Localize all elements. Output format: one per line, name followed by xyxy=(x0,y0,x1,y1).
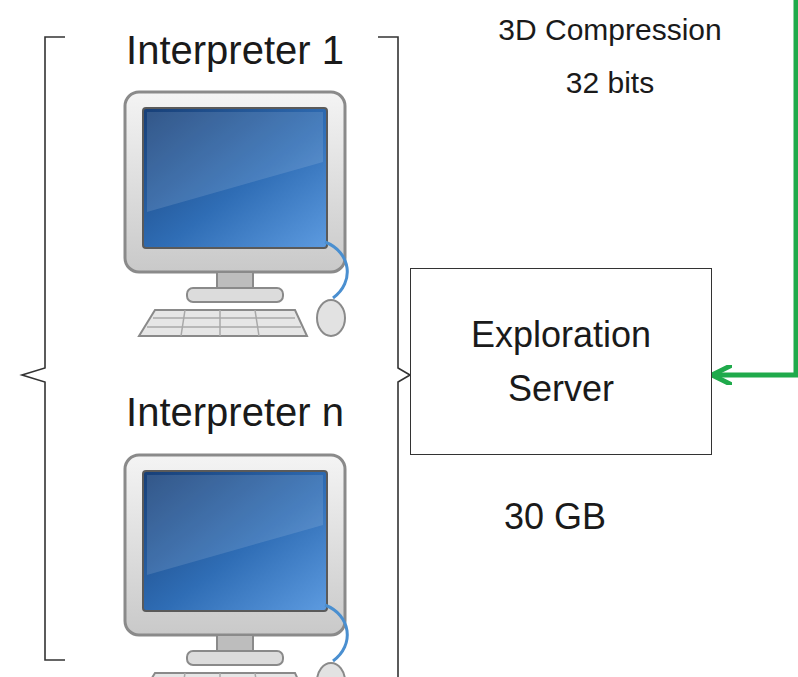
right-bracket xyxy=(378,37,410,677)
server-name: Exploration Server xyxy=(425,308,697,416)
server-box: Exploration Server xyxy=(410,268,712,455)
bit-depth-note: 32 bits xyxy=(566,66,654,101)
compression-arrow xyxy=(716,0,796,375)
workstation-label: Interpreter 1 xyxy=(126,27,344,73)
workstation-label: Interpreter n xyxy=(126,389,344,435)
left-brace xyxy=(22,37,65,660)
storage-size: 30 GB xyxy=(504,496,606,537)
compression-note: 3D Compression xyxy=(498,13,721,48)
